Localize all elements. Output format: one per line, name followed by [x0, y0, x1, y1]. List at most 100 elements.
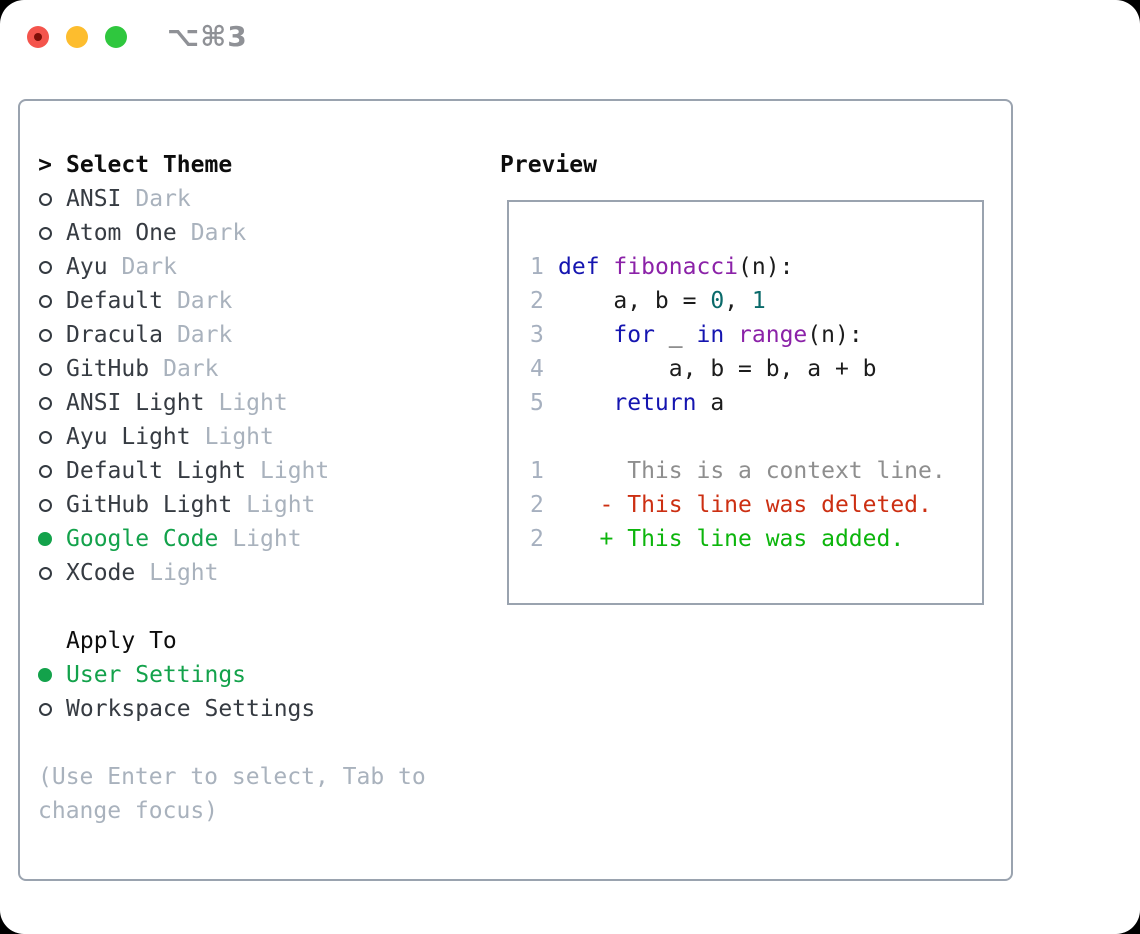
code-token-pl: (n): — [738, 254, 794, 280]
code-token-num: 1 — [751, 288, 766, 314]
code-token-fn: range — [738, 322, 808, 348]
radio-unselected-icon — [38, 294, 52, 308]
theme-option[interactable]: ANSI Dark — [38, 182, 426, 216]
radio-selected-icon — [38, 668, 52, 682]
theme-option[interactable]: GitHub Light Light — [38, 488, 426, 522]
code-token-kw: in — [696, 322, 725, 348]
zoom-button[interactable] — [105, 26, 127, 48]
minimize-button[interactable] — [66, 26, 88, 48]
theme-variant-tag: Light — [246, 492, 316, 518]
theme-option-label: Ayu — [66, 254, 108, 280]
radio-unselected-icon — [38, 396, 52, 410]
radio-unselected-icon-wrap — [38, 430, 52, 444]
line-number: 3 — [530, 322, 544, 348]
theme-option[interactable]: ANSI Light Light — [38, 386, 426, 420]
radio-unselected-icon — [38, 362, 52, 376]
radio-unselected-icon — [38, 192, 52, 206]
window-shortcut-label: ⌥⌘3 — [167, 20, 248, 53]
line-number: 1 — [530, 254, 544, 280]
preview-code-line: 4 a, b = b, a + b — [530, 352, 982, 386]
radio-unselected-icon-wrap — [38, 294, 52, 308]
radio-selected-icon-wrap — [38, 532, 52, 546]
code-token-kw: return — [613, 390, 697, 416]
theme-variant-tag: Light — [204, 424, 274, 450]
theme-variant-tag: Dark — [135, 186, 191, 212]
theme-option-label: Dracula — [66, 322, 163, 348]
line-number — [530, 420, 544, 454]
radio-unselected-icon-wrap — [38, 566, 52, 580]
code-token-kw: def — [558, 254, 600, 280]
theme-variant-tag: Light — [218, 390, 288, 416]
radio-unselected-icon — [38, 430, 52, 444]
code-token-del: - This line was deleted. — [558, 492, 932, 518]
radio-selected-icon — [38, 532, 52, 546]
radio-unselected-icon — [38, 464, 52, 478]
code-token-fn: fibonacci — [613, 254, 739, 280]
theme-option-label: Google Code — [66, 526, 219, 552]
preview-title: Preview — [500, 152, 597, 178]
theme-variant-tag: Dark — [176, 322, 233, 348]
theme-option[interactable]: Default Light Light — [38, 454, 426, 488]
code-token-ctx: This is a context line. — [558, 458, 946, 484]
radio-unselected-icon-wrap — [38, 702, 52, 716]
help-text-line: change focus) — [38, 798, 219, 824]
code-token-pl: a — [696, 390, 725, 416]
line-number: 1 — [530, 458, 544, 484]
code-token-pl: , — [724, 288, 752, 314]
code-token-pl — [558, 318, 613, 352]
code-token-add: + This line was added. — [558, 526, 905, 552]
preview-code-line: 2 + This line was added. — [530, 522, 982, 556]
radio-unselected-icon — [38, 260, 52, 274]
apply-to-option[interactable]: Workspace Settings — [38, 692, 426, 726]
code-token-pl: _ — [654, 322, 697, 348]
radio-unselected-icon-wrap — [38, 396, 52, 410]
radio-selected-icon-wrap — [38, 668, 52, 682]
theme-variant-tag: Dark — [121, 254, 177, 280]
select-theme-header: > Select Theme — [38, 148, 426, 182]
apply-to-title: Apply To — [66, 628, 177, 654]
code-token-pl: a, b = — [558, 288, 711, 314]
code-token-pl — [724, 318, 738, 352]
theme-variant-tag: Light — [232, 526, 302, 552]
radio-unselected-icon-wrap — [38, 498, 52, 512]
theme-option-label: ANSI Light — [66, 390, 205, 416]
theme-option[interactable]: Dracula Dark — [38, 318, 426, 352]
radio-unselected-icon — [38, 498, 52, 512]
apply-to-option-label: User Settings — [66, 662, 247, 688]
theme-option-label: Default — [66, 288, 163, 314]
code-token-kw: for — [613, 322, 655, 348]
theme-option[interactable]: Ayu Dark — [38, 250, 426, 284]
theme-option-label: Default Light — [66, 458, 247, 484]
theme-option[interactable]: Google Code Light — [38, 522, 426, 556]
radio-unselected-icon — [38, 566, 52, 580]
code-token-pl — [558, 386, 613, 420]
theme-variant-tag: Light — [260, 458, 330, 484]
radio-unselected-icon-wrap — [38, 362, 52, 376]
radio-unselected-icon — [38, 328, 52, 342]
theme-option[interactable]: Ayu Light Light — [38, 420, 426, 454]
radio-unselected-icon-wrap — [38, 192, 52, 206]
theme-option-label: GitHub Light — [66, 492, 233, 518]
focus-caret-icon: > — [38, 152, 52, 178]
line-number: 2 — [530, 288, 544, 314]
close-dot-icon — [34, 33, 42, 41]
theme-option-label: Ayu Light — [66, 424, 191, 450]
theme-option-label: ANSI — [66, 186, 122, 212]
radio-unselected-icon — [38, 702, 52, 716]
radio-unselected-icon-wrap — [38, 328, 52, 342]
close-button[interactable] — [27, 26, 49, 48]
select-theme-title: Select Theme — [66, 152, 233, 178]
line-number: 2 — [530, 492, 544, 518]
preview-code-line: 1 This is a context line. — [530, 454, 982, 488]
preview-code-line: 1 def fibonacci(n): — [530, 250, 982, 284]
apply-to-option[interactable]: User Settings — [38, 658, 426, 692]
